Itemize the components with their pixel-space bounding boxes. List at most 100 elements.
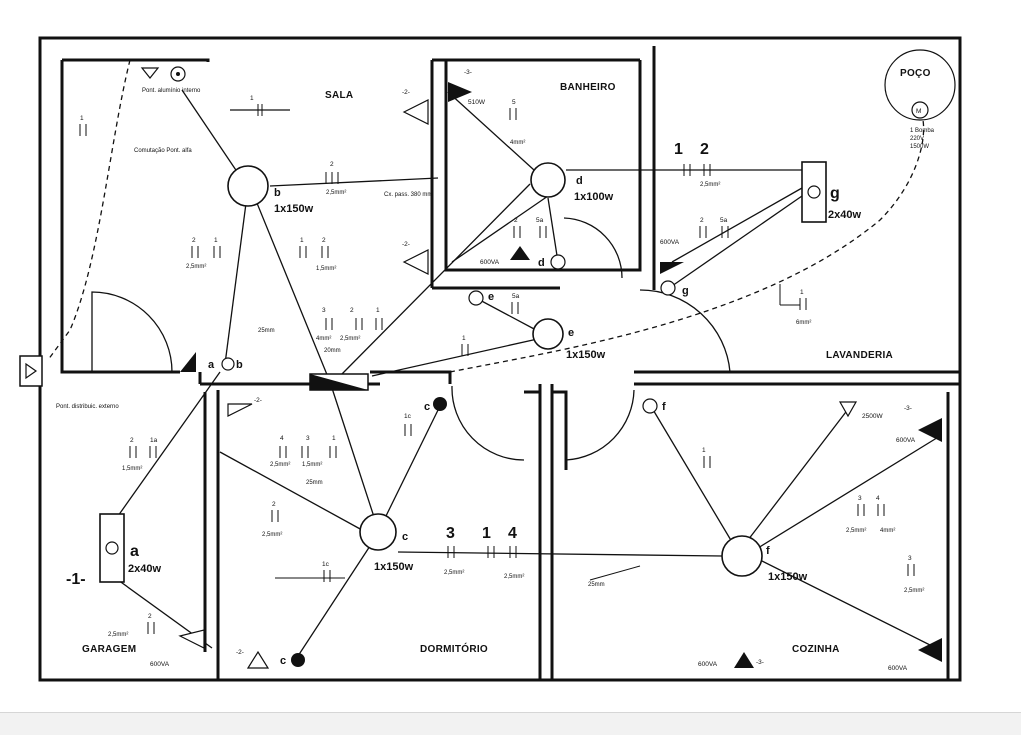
note-caixa: Cx. pass. 380 mm <box>384 192 432 198</box>
footer-strip <box>0 712 1021 735</box>
notes: Pont. alumínio interno Comutação Pont. a… <box>56 88 432 410</box>
light-g-power: 2x40w <box>828 209 861 221</box>
circuit-minus3-b: -3- <box>756 659 764 666</box>
ws-14: 25mm <box>306 480 323 486</box>
circuit-minus1: -1- <box>66 571 86 588</box>
ws-3: 1,5mm² <box>316 266 336 272</box>
light-f-icon <box>721 535 763 577</box>
circuit-1c: 1c <box>404 413 412 420</box>
ws-12: 2,5mm² <box>270 462 290 468</box>
circuit-2-gar-b: 2 <box>148 613 152 620</box>
light-c-letter: c <box>402 531 408 543</box>
poco-note-1: 1 Bomba <box>910 128 935 134</box>
dashed-runs <box>47 59 925 373</box>
ws-9: 2,5mm² <box>700 182 720 188</box>
ws-7: 20mm <box>324 348 341 354</box>
ws-20: 2,5mm² <box>846 528 866 534</box>
circuit-labels: -1- 1 2 3 1 4 1 2 2 1 1 2 3 2 1 5 2 5a 2… <box>66 69 912 666</box>
circuit-1-top: 1 <box>80 115 84 122</box>
circuit-3-coz-b: 3 <box>908 555 912 562</box>
ws-8: 4mm² <box>510 140 525 146</box>
ws-16: 2,5mm² <box>444 570 464 576</box>
luminaires <box>99 161 827 583</box>
light-d-power: 1x100w <box>574 191 614 203</box>
motor-icon <box>911 101 929 119</box>
ws-5: 2,5mm² <box>340 336 360 342</box>
circuit-6: 1 <box>800 289 804 296</box>
light-a-letter: a <box>130 543 139 560</box>
distribution-panel <box>19 355 369 391</box>
walls <box>38 36 962 682</box>
light-b-icon <box>227 165 269 207</box>
light-b-letter: b <box>274 187 281 199</box>
ws-21: 4mm² <box>880 528 895 534</box>
outlet-garagem: 600VA <box>150 661 170 668</box>
room-cozinha: COZINHA <box>792 644 840 655</box>
poco-well <box>884 49 956 121</box>
circuit-1a: 1a <box>150 437 158 444</box>
circuit-1-sala-b: 1 <box>214 237 218 244</box>
motor-label: M <box>916 108 921 115</box>
ws-15: 2,5mm² <box>262 532 282 538</box>
room-garagem: GARAGEM <box>82 644 136 655</box>
light-f-power: 1x150w <box>768 571 808 583</box>
outlet-lav: 600VA <box>660 239 680 246</box>
circuit-minus3: -3- <box>464 69 472 76</box>
light-d-icon <box>530 162 566 198</box>
switch-g-icon <box>660 280 676 296</box>
circuit-2-sala-b: 2 <box>192 237 196 244</box>
conduit-runs <box>117 89 941 657</box>
light-labels: a 2x40w b 1x150w c 1x150w d 1x100w e 1x1… <box>128 175 861 583</box>
ws-6: 25mm <box>258 328 275 334</box>
room-banheiro: BANHEIRO <box>560 82 616 93</box>
circuit-2-sala-c: 2 <box>322 237 326 244</box>
circuit-minus2-a: -2- <box>402 89 410 96</box>
circuit-4-big: 4 <box>508 525 517 542</box>
switch-d-letter: d <box>538 257 545 269</box>
ws-19: 2,5mm² <box>108 632 128 638</box>
switch-f-letter: f <box>662 401 666 413</box>
switch-a-letter: a <box>208 359 215 371</box>
circuit-1-sala: 1 <box>250 95 254 102</box>
circuit-2-dorm: 2 <box>272 501 276 508</box>
outlet-banheiro-low: 600VA <box>480 259 500 266</box>
circuit-1-big: 1 <box>674 141 683 158</box>
circuit-5a: 5a <box>536 217 544 224</box>
circuit-1f: 1 <box>702 447 706 454</box>
switch-labels: a b c c d e f g <box>208 257 689 667</box>
switch-e-icon <box>468 290 484 306</box>
circuit-1-dorm: 1 <box>332 435 336 442</box>
outlet-coz-bottom: 600VA <box>698 661 718 668</box>
switch-e-letter: e <box>488 291 494 303</box>
light-c-power: 1x150w <box>374 561 414 573</box>
ws-18: 25mm <box>588 582 605 588</box>
light-c-icon <box>359 513 397 551</box>
switches <box>221 254 676 667</box>
circuit-2-sala-d: 2 <box>350 307 354 314</box>
circuit-1c-dorm: 1c <box>322 561 330 568</box>
ws-22: 2,5mm² <box>904 588 924 594</box>
circuit-minus2-c: -2- <box>254 397 262 404</box>
room-lavanderia: LAVANDERIA <box>826 350 893 361</box>
poco-labels: POÇO M 1 Bomba 220V 1500W <box>900 68 935 150</box>
switch-c-bottom-icon <box>291 653 305 667</box>
outlet-coz-right: 600VA <box>896 437 916 444</box>
circuit-1-sala-d: 1 <box>376 307 380 314</box>
ws-1: 2,5mm² <box>326 190 346 196</box>
light-a-fluorescent-icon <box>99 513 125 583</box>
circuit-2-big: 2 <box>700 141 709 158</box>
outlet-coz-top: 2500W <box>862 413 883 420</box>
light-e-letter: e <box>568 327 574 339</box>
circuit-minus2-d: -2- <box>236 649 244 656</box>
switch-c-top-letter: c <box>424 401 430 413</box>
wire-ticks <box>79 104 915 634</box>
light-g-fluorescent-icon <box>801 161 827 223</box>
wire-size-labels: 2,5mm² 2,5mm² 1,5mm² 4mm² 2,5mm² 25mm 20… <box>108 140 924 638</box>
light-e-icon <box>532 318 564 350</box>
circuit-5a-lav: 5a <box>720 217 728 224</box>
ws-13: 1,5mm² <box>302 462 322 468</box>
circuit-minus3-coz: -3- <box>904 405 912 412</box>
switch-d-icon <box>550 254 566 270</box>
circuit-3-coz: 3 <box>858 495 862 502</box>
